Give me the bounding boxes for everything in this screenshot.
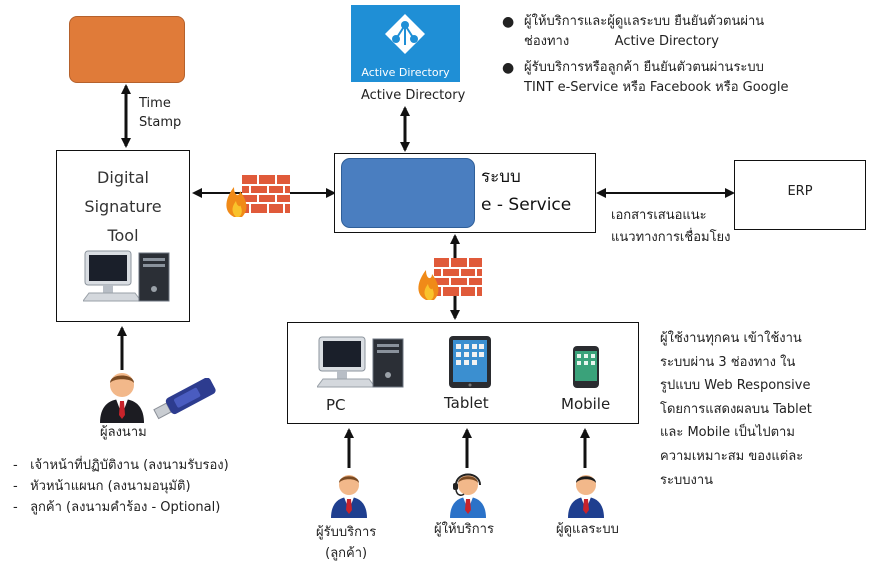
provider-label: ผู้ให้บริการ — [434, 522, 494, 537]
device-mobile-label: Mobile — [561, 395, 611, 413]
eservice-line2: e - Service — [481, 195, 572, 215]
device-note-line: ระบบผ่าน 3 ช่องทาง ใน — [660, 354, 796, 370]
firewall-icon — [226, 175, 290, 217]
desktop-computer-icon — [83, 250, 170, 302]
signer-person-icon — [100, 373, 144, 423]
dst-line3: Tool — [107, 226, 139, 245]
time-stamp-line2: Stamp — [139, 115, 182, 130]
device-note-line: ความเหมาะสม ของแต่ละ — [660, 448, 804, 464]
dst-line2: Signature — [84, 197, 162, 216]
time-stamp-label: Time Stamp — [139, 94, 181, 132]
signer-roles: - เจ้าหน้าที่ปฏิบัติงาน (ลงนามรับรอง) - … — [13, 455, 229, 518]
auth-note-1: ● ผู้ให้บริการและผู้ดูแลระบบ ยืนยันตัวตน… — [502, 12, 788, 52]
device-note-line: โดยการแสดงผลบน Tablet — [660, 401, 812, 417]
erp-label: ERP — [787, 184, 813, 199]
provider-person-icon — [450, 473, 486, 518]
pc-icon — [317, 336, 404, 388]
customer-person-icon — [331, 475, 367, 518]
device-note-line: และ Mobile เป็นไปตาม — [660, 425, 795, 441]
bullet-icon: ● — [502, 60, 515, 76]
active-directory-logo-text: Active Directory — [361, 66, 450, 79]
device-tablet-label: Tablet — [444, 394, 489, 412]
eservice-title: ระบบ e - Service — [481, 163, 571, 219]
active-directory-label: Active Directory — [361, 88, 466, 103]
mobile-icon — [573, 346, 599, 388]
auth-note-2-line2: TINT e-Service หรือ Facebook หรือ Google — [524, 80, 789, 95]
bullet-icon: ● — [502, 14, 515, 30]
time-stamp-line1: Time — [139, 96, 171, 111]
auth-note-1-line2: ช่องทาง Active Directory — [524, 34, 719, 49]
erp-box: ERP — [734, 160, 866, 230]
customer-label-line2: (ลูกค้า) — [325, 546, 368, 561]
customer-label-line1: ผู้รับบริการ — [316, 525, 377, 540]
admin-person-icon — [568, 475, 604, 518]
auth-note-2-line1: ผู้รับบริการหรือลูกค้า ยืนยันตัวตนผ่านระ… — [524, 60, 764, 75]
signer-role: - หัวหน้าแผนก (ลงนามอนุมัติ) — [13, 479, 191, 494]
signer-role: - เจ้าหน้าที่ปฏิบัติงาน (ลงนามรับรอง) — [13, 458, 229, 473]
devices-box: PC Tablet Mobile — [287, 322, 639, 424]
active-directory-icon — [385, 14, 425, 54]
signer-role: - ลูกค้า (ลงนามคำร้อง - Optional) — [13, 500, 221, 515]
auth-note-1-line1: ผู้ให้บริการและผู้ดูแลระบบ ยืนยันตัวตนผ่… — [524, 14, 765, 29]
erp-note-line2: แนวทางการเชื่อมโยง — [611, 230, 731, 245]
erp-note-line1: เอกสารเสนอแนะ — [611, 208, 707, 223]
eservice-block — [341, 158, 475, 228]
erp-note: เอกสารเสนอแนะ แนวทางการเชื่อมโยง — [611, 205, 731, 249]
auth-notes: ● ผู้ให้บริการและผู้ดูแลระบบ ยืนยันตัวตน… — [502, 12, 789, 98]
auth-note-2: ● ผู้รับบริการหรือลูกค้า ยืนยันตัวตนผ่าน… — [502, 58, 789, 98]
eservice-line1: ระบบ — [481, 167, 521, 187]
admin-label: ผู้ดูแลระบบ — [556, 522, 619, 537]
signer-label: ผู้ลงนาม — [100, 425, 147, 440]
device-note-line: ระบบงาน — [660, 472, 714, 488]
customer-label: ผู้รับบริการ (ลูกค้า) — [316, 522, 376, 564]
time-stamp-box — [69, 16, 185, 83]
digital-signature-tool-box: Digital Signature Tool — [56, 150, 190, 322]
device-pc-label: PC — [326, 396, 346, 414]
usb-token-icon — [153, 378, 216, 420]
tablet-icon — [449, 336, 491, 388]
device-note-line: รูปแบบ Web Responsive — [660, 378, 811, 394]
dst-line1: Digital — [97, 168, 149, 187]
device-note-line: ผู้ใช้งานทุกคน เข้าใช้งาน — [660, 331, 802, 346]
active-directory-logo: Active Directory — [351, 5, 460, 82]
firewall-icon — [418, 258, 482, 300]
device-note: ผู้ใช้งานทุกคน เข้าใช้งาน ระบบผ่าน 3 ช่อ… — [660, 327, 812, 492]
